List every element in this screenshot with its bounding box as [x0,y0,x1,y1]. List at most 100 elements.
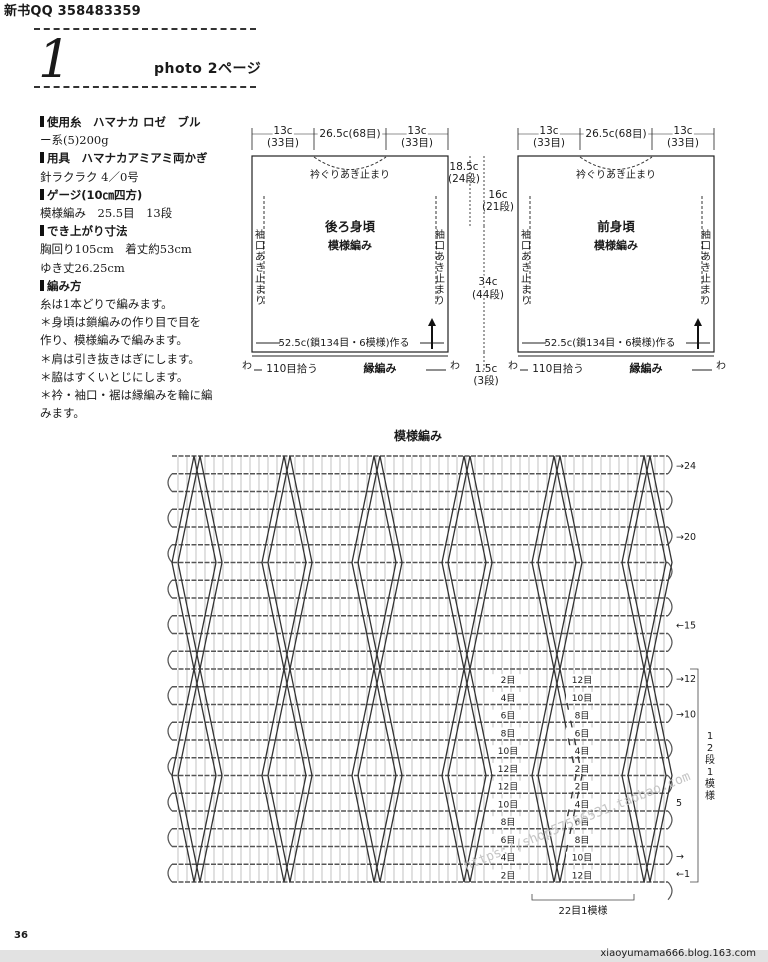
top-divider [34,28,256,30]
front-dim-mid: 26.5c(68目) [585,128,646,140]
cable-line [199,668,223,883]
cable-line [267,455,291,670]
row-marker: ←15 [676,621,696,632]
dim-d3-rows: (44段) [472,288,504,301]
cable-line [357,668,381,883]
label-bg [566,691,598,703]
label-bg [492,745,524,757]
header-divider [34,86,256,88]
cable-line [357,455,381,670]
stitch-count-right: 8目 [575,835,590,846]
front-armhole-label: 袖口あき止まり [521,228,531,307]
spec-heading: 使用糸 ハマナカ ロゼ ブル [40,113,240,131]
cable-line [553,668,577,883]
turning-chain [167,650,173,670]
cable-line [283,455,307,670]
turning-chain [167,792,173,812]
label-bg [492,762,524,774]
cable-line [193,668,217,883]
spec-line: 胸回り105cm 着丈約53cm [40,242,192,257]
spec-heading: でき上がり寸法 [40,222,240,240]
dim-d1-rows: (24段) [448,172,480,185]
front-dim-right: 13c [673,125,692,137]
cable-line [193,455,217,670]
back-neck-label: 衿ぐりあき止まり [310,168,390,181]
back-wa-left: わ [242,360,252,372]
repeat-sts-label: 22目1模様 [558,904,607,917]
front-title: 前身頃 [597,219,635,234]
cable-line [373,668,397,883]
cable-line [627,668,651,883]
dim-d2: 16c [488,189,507,201]
label-bg [566,780,598,792]
front-armhole-label: 袖口あき止まり [701,228,711,307]
spec-line: ＊衿・袖口・裾は縁編みを輪に編 [40,388,213,403]
cable-line [559,668,583,883]
dim-d2-rows: (21段) [482,200,514,213]
stitch-count-left: 2目 [501,870,516,881]
back-pickup-label: 110目拾う [266,362,318,375]
stitch-count-right: 2目 [575,764,590,775]
stitch-count-right: 8目 [575,711,590,722]
label-bg [492,691,524,703]
front-dim-left: 13c [539,125,558,137]
label-bg [492,780,524,792]
turning-chain [667,704,673,723]
chart-title: 模様編み [394,428,442,443]
spec-heading: ゲージ(10㎝四方) [40,186,240,204]
front-arrow-head [694,318,702,326]
cable-line [289,455,313,670]
cable-line [261,668,285,883]
dim-d3: 34c [478,276,497,288]
cable-line [199,455,223,670]
front-stitch: 模様編み [594,238,638,252]
cable-line [559,455,583,670]
stitch-count-left: 4目 [501,693,516,704]
back-neckline [313,156,387,170]
turning-chain [167,615,173,634]
turning-chain [667,597,673,617]
row-marker: → [676,851,684,862]
turning-chain [667,881,673,901]
cable-line [553,455,577,670]
cable-line [537,668,561,883]
turning-chain [667,455,673,475]
cable-line [531,455,555,670]
turning-chain [667,810,673,830]
stitch-count-right: 12目 [572,870,592,881]
front-wa-left: わ [508,360,518,372]
back-dim-right-sts: (33目) [401,137,433,149]
stitch-count-right: 4目 [575,799,590,810]
stitch-count-left: 12目 [498,782,518,793]
footer-bar [0,950,768,962]
spec-line: ー系(5)200g [40,133,109,148]
stitch-count-right: 4目 [575,746,590,757]
front-neck-label: 衿ぐりあき止まり [576,168,656,181]
stitch-count-left: 4目 [501,853,516,864]
cable-line [469,455,493,670]
cable-line [177,668,201,883]
stitch-count-left: 10目 [498,799,518,810]
back-dim-left-sts: (33目) [267,137,299,149]
label-bg [566,833,598,845]
footer-url: xiaoyumama666.blog.163.com [600,948,756,959]
stitch-count-left: 10目 [498,746,518,757]
front-outline [517,155,715,353]
stitch-count-left: 6目 [501,835,516,846]
cable-line [447,668,471,883]
cable-line [643,668,667,883]
cable-line [531,668,555,883]
cable-line [289,668,313,883]
label-bg [492,674,524,686]
row-marker: 5 [676,798,682,809]
label-bg [566,798,598,810]
label-bg [566,745,598,757]
stitch-count-right: 2目 [575,782,590,793]
cable-line [261,455,285,670]
photo-reference: photo 2ページ [154,61,262,77]
cable-line [267,668,291,883]
cable-line [441,455,465,670]
back-foundation-label: 52.5c(鎖134目・6模様)作る [278,336,409,349]
spec-line: 模様編み 25.5目 13段 [40,206,173,221]
spec-line: 作り、模様編みで編みます。 [40,333,188,348]
